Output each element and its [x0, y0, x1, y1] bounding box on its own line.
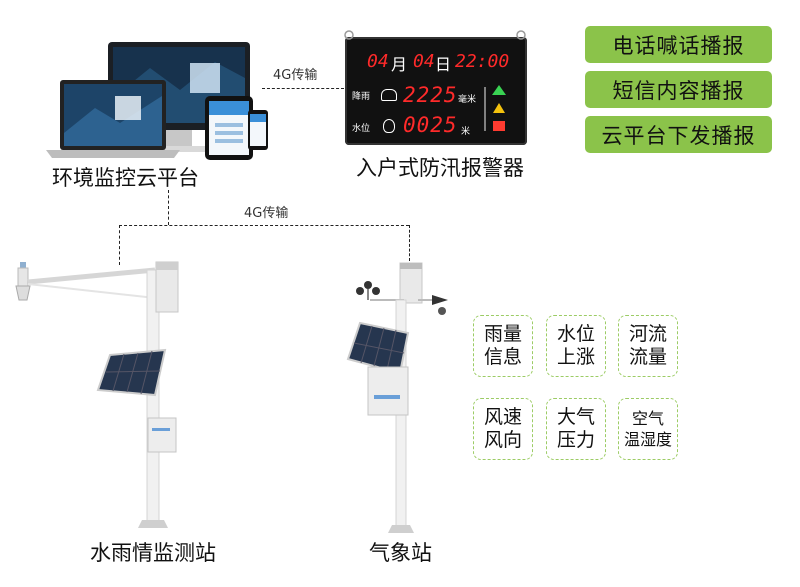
led-day-unit: 日 — [435, 55, 452, 74]
weather-station-caption: 气象站 — [369, 541, 432, 565]
alarm-caption: 入户式防汛报警器 — [356, 156, 524, 180]
alarm-red-icon — [493, 121, 505, 131]
info-temp-humidity-line1: 空气 — [631, 409, 664, 428]
control-box-icon — [367, 366, 409, 416]
link-line-top — [262, 88, 344, 89]
info-water-level-line1: 水位 — [556, 323, 595, 345]
rain-gauge-icon — [155, 261, 179, 313]
info-pressure-line1: 大气 — [556, 406, 595, 428]
cloud-broadcast-button[interactable]: 云平台下发播报 — [585, 116, 772, 153]
link-line-left-station — [119, 225, 120, 265]
info-rainfall-line2: 信息 — [483, 346, 522, 368]
info-river-flow-line1: 河流 — [628, 323, 667, 345]
level-value: 0025 — [403, 113, 458, 137]
link-line-platform-down — [168, 190, 169, 225]
rain-unit: 毫米 — [458, 95, 477, 105]
solar-panel-icon — [346, 321, 410, 375]
alarm-panel: 04 月 04 日 22:00 降雨 2225 毫米 水位 0025 米 — [344, 30, 527, 145]
sms-broadcast-button[interactable]: 短信内容播报 — [585, 71, 772, 108]
link-label-top: 4G传输 — [273, 68, 318, 83]
person-yellow-icon — [493, 103, 505, 113]
anemometer-icon — [356, 281, 404, 301]
wind-vane-icon — [418, 295, 448, 315]
info-rainfall-line1: 雨量 — [483, 323, 522, 345]
tablet-icon — [205, 96, 253, 160]
info-rainfall: 雨量 信息 — [473, 315, 533, 377]
link-line-middle — [119, 225, 409, 226]
level-icon — [383, 119, 395, 133]
panel-hooks — [344, 30, 526, 40]
led-month: 04 — [367, 51, 389, 72]
info-river-flow: 河流 流量 — [618, 315, 678, 377]
solar-panel-icon — [96, 348, 167, 397]
led-day: 04 — [413, 51, 435, 72]
link-line-right-station — [409, 225, 410, 261]
info-wind-line2: 风向 — [483, 429, 522, 451]
rain-value: 2225 — [403, 83, 458, 107]
platform-caption: 环境监控云平台 — [52, 166, 199, 190]
info-water-level: 水位 上涨 — [546, 315, 606, 377]
status-icons — [484, 85, 506, 131]
info-pressure: 大气 压力 — [546, 398, 606, 460]
link-label-middle: 4G传输 — [244, 206, 289, 221]
rain-gauge-icon — [399, 262, 423, 304]
weather-station-illustration — [346, 262, 448, 533]
phone-broadcast-button[interactable]: 电话喊话播报 — [585, 26, 772, 63]
level-label: 水位 — [352, 124, 371, 134]
led-month-unit: 月 — [391, 55, 408, 74]
control-box-icon — [147, 417, 177, 453]
radar-sensor-icon — [15, 262, 31, 301]
info-wind-line1: 风速 — [483, 406, 522, 428]
info-pressure-line2: 压力 — [556, 429, 595, 451]
hydro-station-caption: 水雨情监测站 — [90, 541, 216, 565]
info-water-level-line2: 上涨 — [556, 346, 595, 368]
info-temp-humidity: 空气 温湿度 — [618, 398, 678, 460]
led-time: 22:00 — [455, 51, 510, 72]
info-wind: 风速 风向 — [473, 398, 533, 460]
info-temp-humidity-line2: 温湿度 — [623, 430, 672, 449]
level-unit: 米 — [461, 127, 471, 137]
laptop-icon — [46, 80, 180, 158]
rain-label: 降雨 — [352, 92, 371, 102]
devices-illustration — [46, 42, 268, 160]
hydro-station-illustration — [15, 261, 179, 528]
warning-green-icon — [492, 85, 506, 95]
rain-icon — [381, 89, 397, 101]
phone-icon — [248, 110, 268, 150]
info-river-flow-line2: 流量 — [628, 346, 667, 368]
